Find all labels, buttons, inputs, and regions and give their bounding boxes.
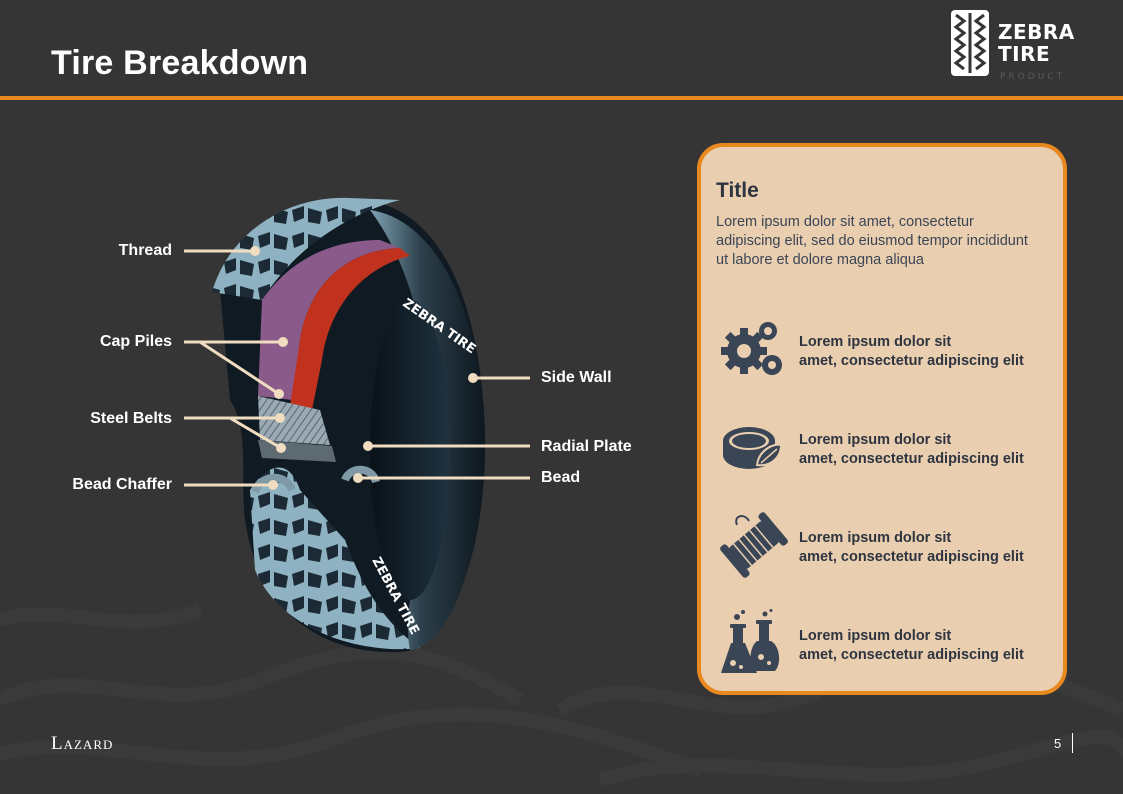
logo-wordmark: ZEBRA TIRE [998,21,1075,65]
feature-line1: Lorem ipsum dolor sit [799,334,952,350]
label-bead-chaffer: Bead Chaffer [72,476,172,493]
zebra-tire-logo: ZEBRA TIRE PRODUCT [950,9,1080,89]
feature-text-rubber: Lorem ipsum dolor sit amet, consectetur … [799,431,1024,469]
page-number-divider [1072,733,1073,753]
tire-tread-logo-icon [951,10,989,76]
label-steel-belts: Steel Belts [90,410,172,427]
leader-lines [184,249,530,487]
logo-name-line1: ZEBRA [998,20,1075,44]
leader-dots [250,246,478,490]
side-wall-surface [370,210,485,650]
thread-spool-icon [720,512,788,578]
feature-text-chemistry: Lorem ipsum dolor sit amet, consectetur … [799,627,1024,665]
side-wall-dot [468,373,478,383]
steel-belts-dot-1 [275,413,285,423]
page-number: 5 [1054,736,1062,751]
feature-line2: amet, consectetur adipiscing elit [799,353,1024,369]
card-title: Title [716,179,759,202]
feature-line1: Lorem ipsum dolor sit [799,628,952,644]
label-side-wall: Side Wall [541,369,612,386]
feature-line2: amet, consectetur adipiscing elit [799,451,1024,467]
rubber-leaf-icon [723,427,783,469]
feature-item-spool: Lorem ipsum dolor sit amet, consectetur … [719,511,1059,579]
label-bead: Bead [541,469,581,486]
tread-surface [212,197,400,300]
tire-inner-opening [370,300,450,600]
title-divider [0,96,1123,100]
bead-dot [353,473,363,483]
cap-piles-dot-1 [278,337,288,347]
cap-ply-layer [258,240,400,400]
cap-ply-red-layer [290,248,410,410]
card-body: Lorem ipsum dolor sit amet, consectetur … [716,214,1028,268]
feature-item-rubber: Lorem ipsum dolor sit amet, consectetur … [719,413,1059,481]
feature-item-gears: Lorem ipsum dolor sit amet, consectetur … [719,315,1059,383]
chemistry-flasks-icon [721,609,780,673]
feature-item-chemistry: Lorem ipsum dolor sit amet, consectetur … [719,609,1059,677]
cap-piles-leader-2 [199,340,280,396]
info-card: Title Lorem ipsum dolor sit amet, consec… [697,143,1067,695]
steel-belts-dot-2 [276,443,286,453]
cap-piles-dot-2 [274,389,284,399]
steel-belt-layer [258,396,330,445]
footer-brand-logo: Lazard [51,733,113,755]
footer-brand-text: Lazard [51,733,114,754]
feature-line2: amet, consectetur adipiscing elit [799,549,1024,565]
feature-text-gears: Lorem ipsum dolor sit amet, consectetur … [799,333,1024,371]
bead-chaffer-ring [251,473,296,494]
slide-title: Tire Breakdown [51,44,309,82]
thread-dot [250,246,260,256]
steel-belts-leader-2 [229,416,282,450]
logo-name-line2: TIRE [998,42,1051,66]
gears-icon [721,322,782,375]
bead-chaffer-dot [268,480,278,490]
label-thread: Thread [118,242,172,259]
feature-line2: amet, consectetur adipiscing elit [799,647,1024,663]
logo-subtitle: PRODUCT [1000,72,1066,82]
label-cap-piles: Cap Piles [99,333,172,350]
label-radial-plate: Radial Plate [541,438,632,455]
tire-cutaway-illustration: ZEBRA TIRE ZEBRA TIRE [184,197,530,653]
feature-line1: Lorem ipsum dolor sit [799,530,952,546]
radial-plate-dot [363,441,373,451]
feature-text-spool: Lorem ipsum dolor sit amet, consectetur … [799,529,1024,567]
feature-line1: Lorem ipsum dolor sit [799,432,952,448]
tread-lower-surface [250,467,420,650]
